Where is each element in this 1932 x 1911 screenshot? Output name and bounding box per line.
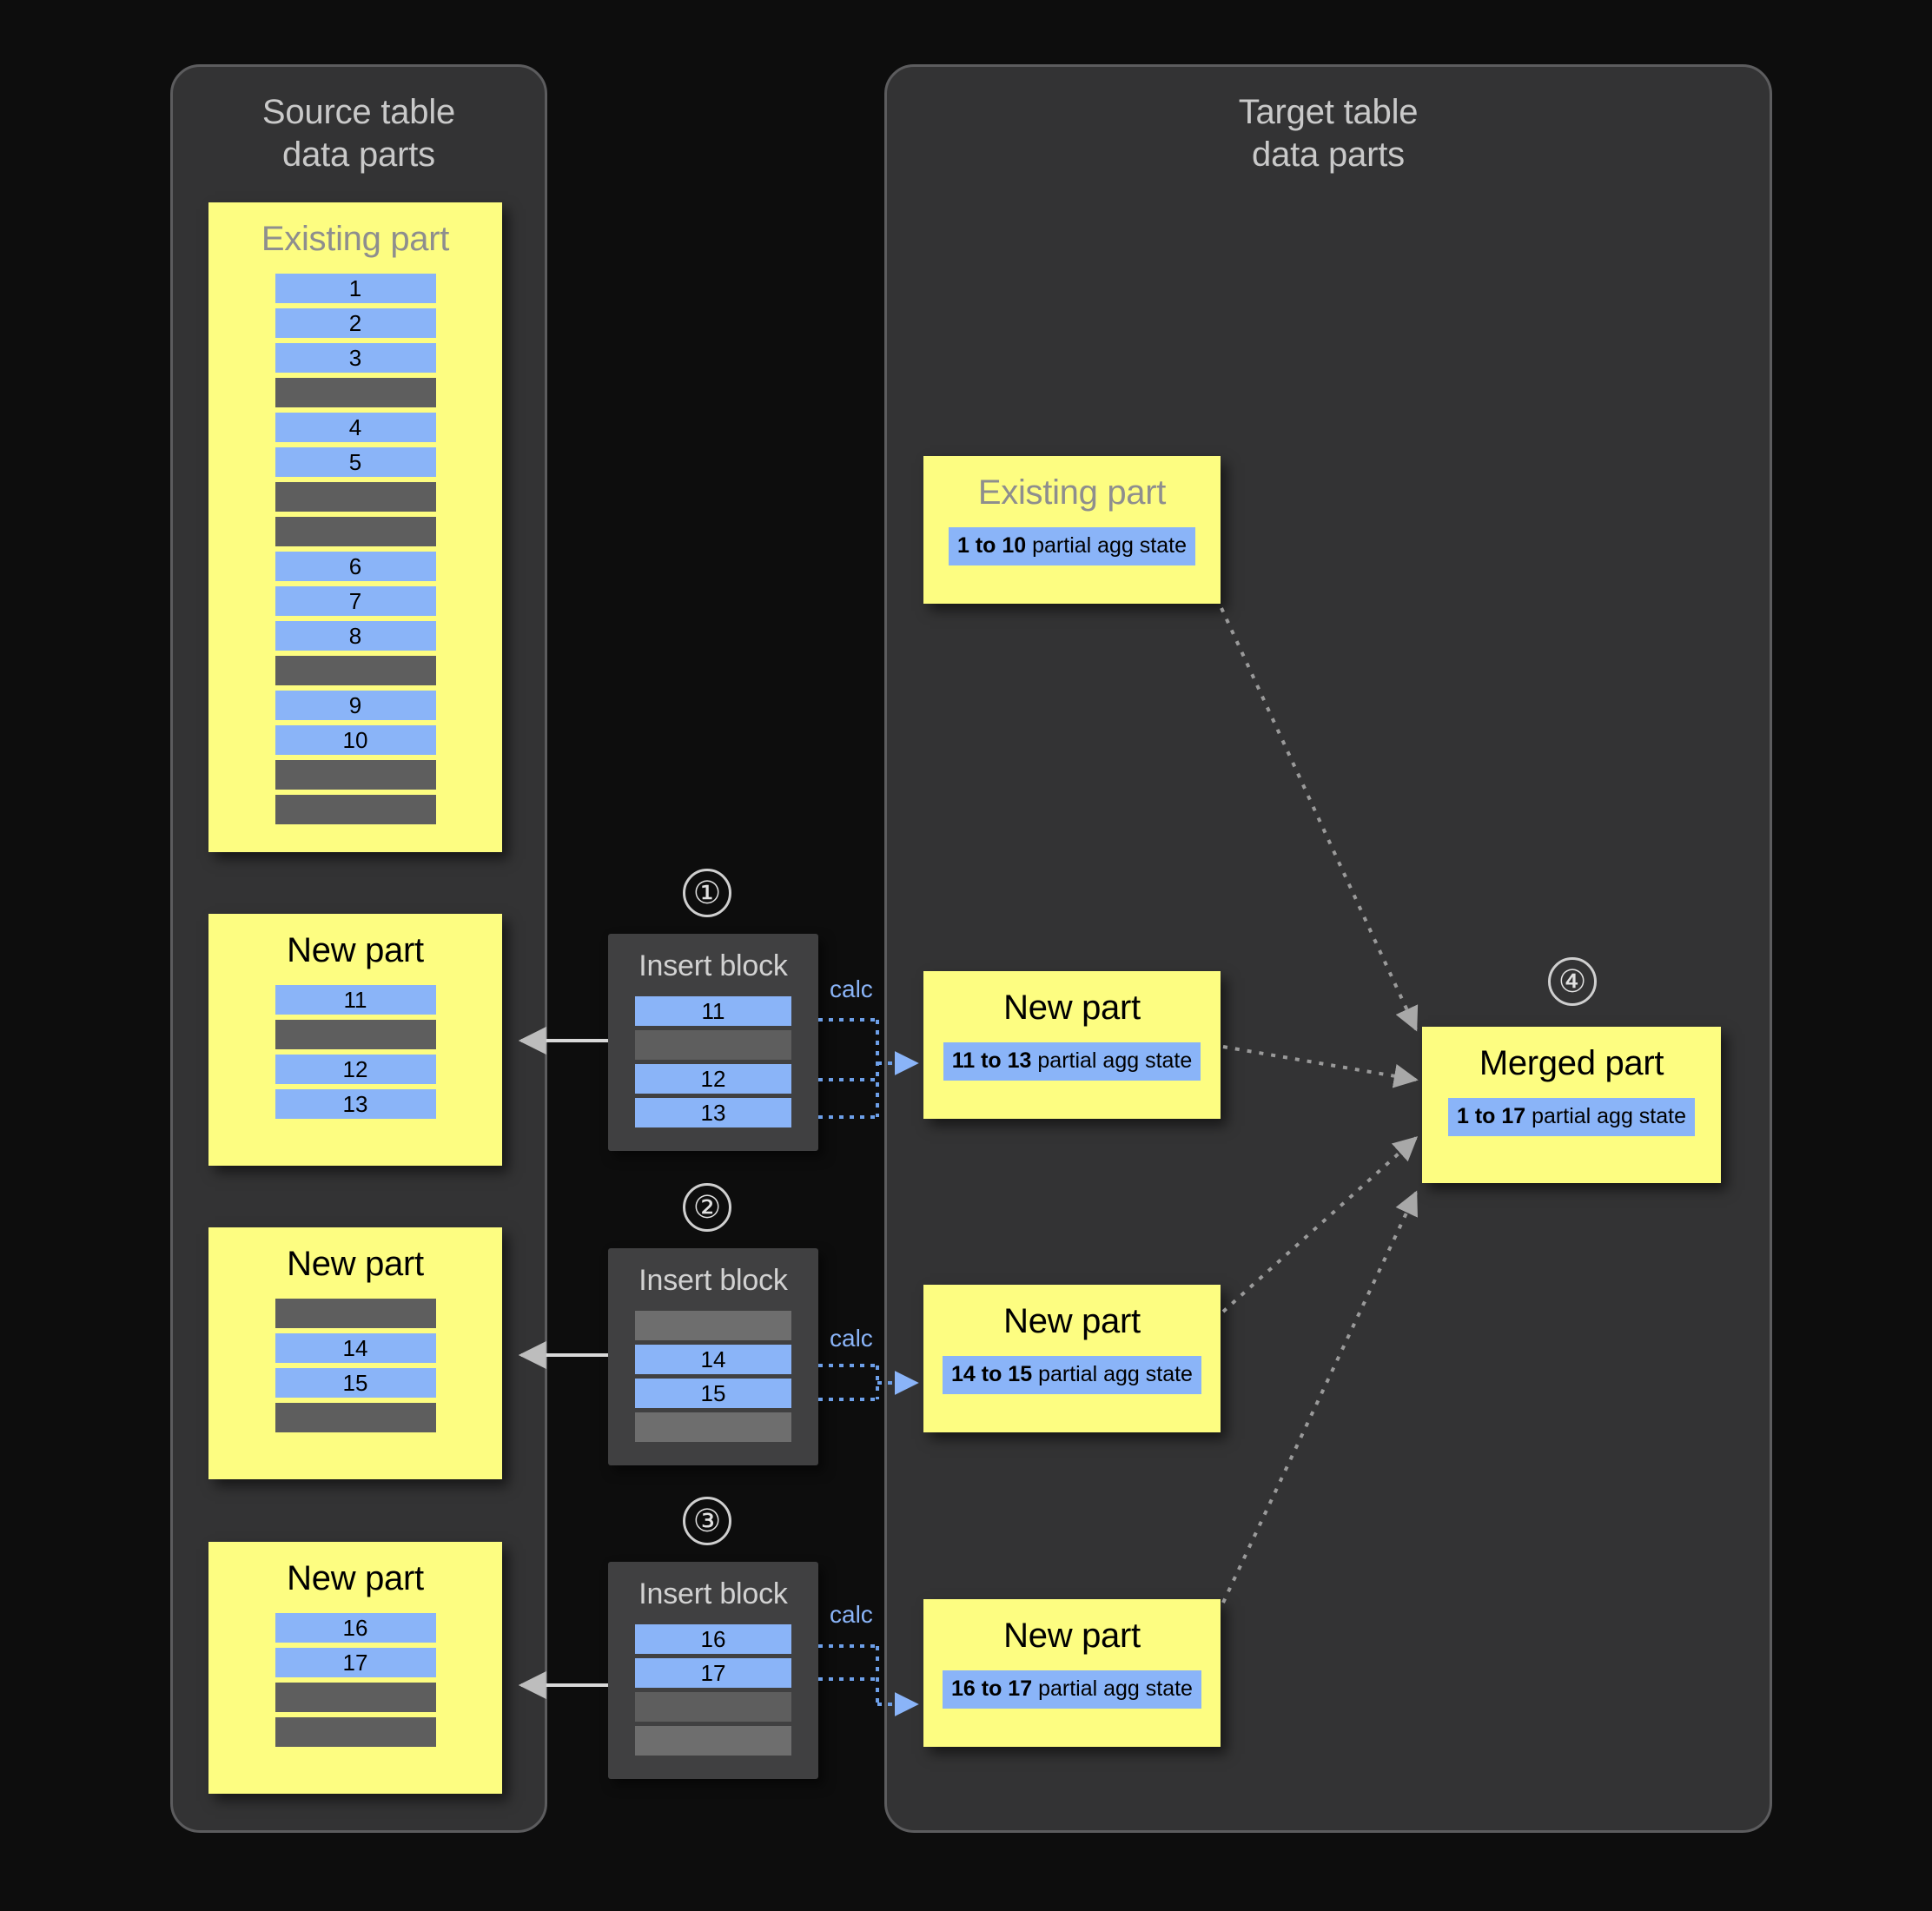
source-new-part-1-empty-row <box>275 1020 436 1049</box>
step-marker-4: ④ <box>1548 957 1597 1006</box>
calc-label-1: calc <box>830 975 873 1002</box>
source-new-part-3-title: New part <box>287 1559 424 1597</box>
source-new-part-2-row: 14 <box>275 1333 436 1363</box>
insert-block-2-row: 14 <box>635 1345 791 1374</box>
source-existing-part-row: 2 <box>275 308 436 338</box>
insert-block-2-empty-row <box>635 1311 791 1340</box>
merged-part-title: Merged part <box>1479 1044 1664 1082</box>
target-new-part-1: New part 11 to 13 partial agg state <box>923 971 1221 1119</box>
source-new-part-2-empty-row <box>275 1403 436 1432</box>
merged-part: Merged part 1 to 17 partial agg state <box>1422 1027 1721 1183</box>
insert-block-1-rows: 11 12 13 <box>608 996 818 1127</box>
insert-block-2-title: Insert block <box>638 1264 788 1297</box>
source-existing-part-row: 8 <box>275 621 436 651</box>
step-marker-3: ③ <box>683 1497 731 1545</box>
source-new-part-1-row: 11 <box>275 985 436 1015</box>
source-existing-part-empty-row <box>275 795 436 824</box>
target-new-part-2-agg: 14 to 15 partial agg state <box>923 1356 1221 1417</box>
source-new-part-2-row: 15 <box>275 1368 436 1398</box>
source-new-part-1: New part 11 12 13 <box>208 914 502 1166</box>
target-new-part-1-agg: 11 to 13 partial agg state <box>923 1042 1221 1103</box>
agg-state-chip: 14 to 15 partial agg state <box>943 1356 1201 1394</box>
source-new-part-3-empty-row <box>275 1717 436 1747</box>
source-existing-part-row: 10 <box>275 725 436 755</box>
source-new-part-1-row: 12 <box>275 1055 436 1084</box>
target-new-part-1-title: New part <box>1003 989 1141 1027</box>
source-new-part-3-row: 16 <box>275 1613 436 1643</box>
source-existing-part-empty-row <box>275 517 436 546</box>
insert-block-3-row: 16 <box>635 1624 791 1654</box>
target-existing-part-agg: 1 to 10 partial agg state <box>923 527 1221 588</box>
agg-state-chip: 1 to 10 partial agg state <box>948 527 1196 565</box>
target-existing-part: Existing part 1 to 10 partial agg state <box>923 456 1221 604</box>
source-existing-part-row: 3 <box>275 343 436 373</box>
source-existing-part-empty-row <box>275 378 436 407</box>
target-existing-part-title: Existing part <box>977 473 1167 512</box>
target-panel-title: Target table data parts <box>1238 93 1419 174</box>
source-new-part-3-row: 17 <box>275 1648 436 1677</box>
insert-block-1-row: 11 <box>635 996 791 1026</box>
source-existing-part-empty-row <box>275 482 436 512</box>
source-new-part-2-title: New part <box>287 1245 424 1283</box>
target-table-panel: Target table data parts <box>884 64 1772 1833</box>
insert-block-1-empty-row <box>635 1030 791 1060</box>
insert-block-1-row: 12 <box>635 1064 791 1094</box>
source-existing-part-empty-row <box>275 760 436 790</box>
source-existing-part-row: 6 <box>275 552 436 581</box>
step-marker-1: ① <box>683 869 731 917</box>
target-new-part-2: New part 14 to 15 partial agg state <box>923 1285 1221 1432</box>
agg-state-chip: 16 to 17 partial agg state <box>943 1670 1201 1709</box>
merged-part-agg: 1 to 17 partial agg state <box>1422 1098 1721 1159</box>
step-marker-2: ② <box>683 1183 731 1232</box>
source-panel-title: Source table data parts <box>261 93 456 174</box>
insert-block-3-empty-row <box>635 1692 791 1722</box>
insert-block-2-empty-row <box>635 1412 791 1442</box>
agg-state-chip: 1 to 17 partial agg state <box>1447 1098 1696 1136</box>
source-existing-part-empty-row <box>275 656 436 685</box>
source-existing-part-row: 9 <box>275 691 436 720</box>
source-new-part-3-empty-row <box>275 1683 436 1712</box>
source-existing-part-row: 5 <box>275 447 436 477</box>
calc-label-2: calc <box>830 1325 873 1352</box>
insert-block-2-row: 15 <box>635 1379 791 1408</box>
insert-block-3-empty-row <box>635 1726 791 1756</box>
target-new-part-2-title: New part <box>1003 1302 1141 1340</box>
source-existing-part-title: Existing part <box>261 220 450 258</box>
source-existing-part-row: 1 <box>275 274 436 303</box>
insert-block-1: Insert block 11 12 13 <box>608 934 818 1151</box>
calc-label-3: calc <box>830 1601 873 1628</box>
source-new-part-1-title: New part <box>287 931 424 969</box>
source-existing-part-row: 4 <box>275 413 436 442</box>
insert-block-3-title: Insert block <box>638 1577 788 1610</box>
target-new-part-3: New part 16 to 17 partial agg state <box>923 1599 1221 1747</box>
agg-state-chip: 11 to 13 partial agg state <box>943 1042 1201 1081</box>
source-new-part-1-row: 13 <box>275 1089 436 1119</box>
insert-block-3-row: 17 <box>635 1658 791 1688</box>
source-new-part-1-rows: 11 12 13 <box>208 985 502 1119</box>
insert-block-1-title: Insert block <box>638 949 788 982</box>
source-existing-part-row: 7 <box>275 586 436 616</box>
insert-block-1-row: 13 <box>635 1098 791 1127</box>
target-new-part-3-title: New part <box>1003 1617 1141 1655</box>
source-existing-part: Existing part 1 2 3 4 5 6 7 8 9 10 <box>208 202 502 852</box>
target-new-part-3-agg: 16 to 17 partial agg state <box>923 1670 1221 1731</box>
source-new-part-2-empty-row <box>275 1299 436 1328</box>
source-existing-part-rows: 1 2 3 4 5 6 7 8 9 10 <box>208 274 502 824</box>
